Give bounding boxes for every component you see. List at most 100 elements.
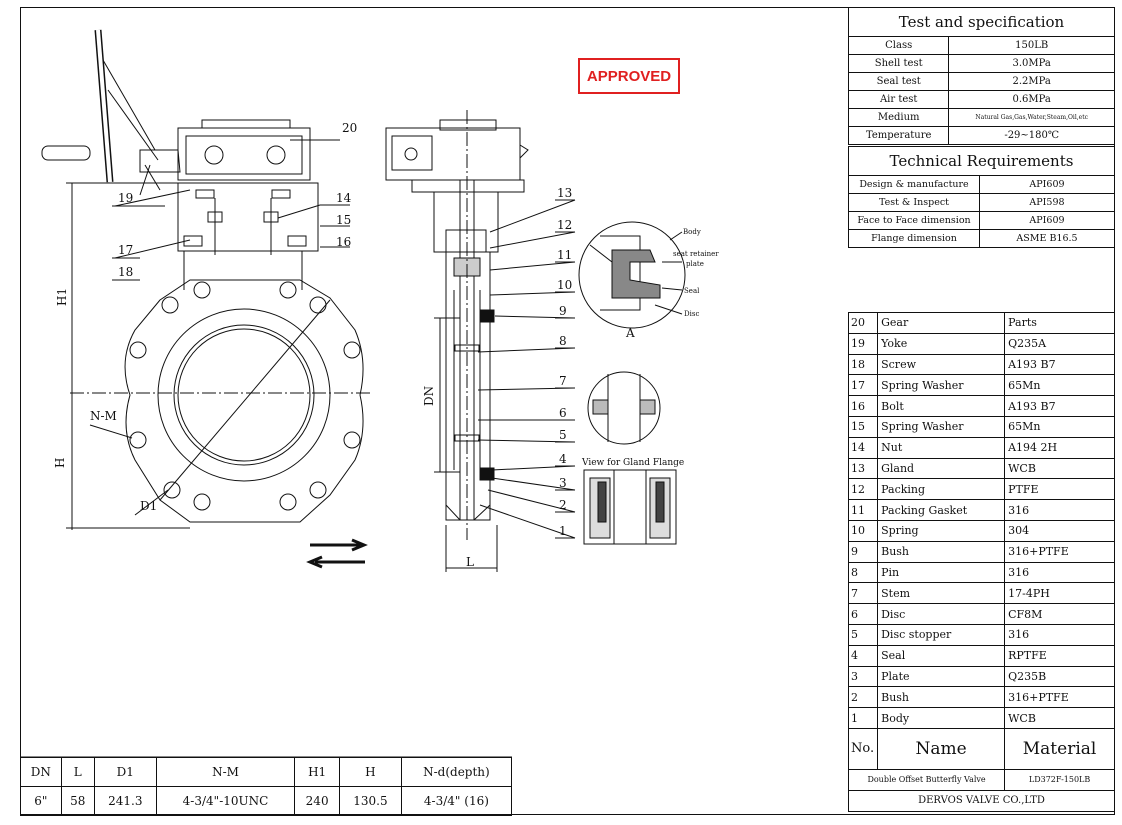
detail-body: Body [683,228,701,236]
table-cell: API609 [979,175,1115,194]
dims-header: H [338,757,402,787]
parts-no: 9 [847,540,879,563]
parts-header-name: Name [877,727,1006,770]
parts-material: 17-4PH [1004,582,1115,605]
detail-retainer: seat retainer [673,250,719,258]
table-cell: API598 [979,193,1115,212]
parts-name: Spring Washer [877,415,1006,438]
label-2: 2 [559,498,567,512]
label-14: 14 [336,191,352,205]
table-cell: ASME B16.5 [979,229,1115,248]
label-18: 18 [118,265,133,279]
parts-material: RPTFE [1004,644,1115,667]
parts-no: 17 [847,374,879,397]
parts-material: A193 B7 [1004,353,1115,376]
parts-no: 10 [847,519,879,542]
label-19: 19 [118,191,133,205]
label-6: 6 [559,406,567,420]
dims-value: 6" [20,786,62,816]
table-cell: Face to Face dimension [848,211,980,230]
label-9: 9 [559,304,567,318]
label-l: L [466,555,474,569]
table-cell: 3.0MPa [948,54,1115,73]
parts-material: Q235B [1004,665,1115,688]
parts-no: 2 [847,686,879,709]
parts-material: WCB [1004,707,1115,729]
parts-no: 5 [847,623,879,646]
table-cell: Test & Inspect [848,193,980,212]
label-h: H [53,458,67,468]
parts-material: 316+PTFE [1004,686,1115,709]
dims-value: 4-3/4" (16) [400,786,513,816]
label-h1: H1 [55,288,69,306]
dims-value: 241.3 [93,786,157,816]
label-13: 13 [557,186,572,200]
parts-no: 12 [847,478,879,501]
parts-name: Spring Washer [877,374,1006,397]
parts-no: 16 [847,395,879,417]
parts-no: 8 [847,561,879,584]
dims-value: 58 [60,786,95,816]
parts-material: 316 [1004,561,1115,584]
parts-header-material: Material [1004,727,1115,770]
table-cell: 2.2MPa [948,72,1115,91]
table-cell: Temperature [847,126,950,145]
gland-view-caption: View for Gland Flange [581,458,684,468]
parts-material: 316 [1004,499,1115,521]
label-12: 12 [557,218,572,232]
dims-header: D1 [93,757,157,787]
dims-header: DN [20,757,62,787]
table-cell: Natural Gas,Gas,Water,Steam,Oil,etc [948,108,1115,127]
approved-stamp: APPROVED [578,58,680,94]
parts-no: 3 [847,665,879,688]
dims-header: N-d(depth) [400,757,513,787]
table-cell: 0.6MPa [948,90,1115,109]
spec-title: Test and specification [848,7,1115,37]
dims-value: 130.5 [338,786,402,816]
table-cell: API609 [979,211,1115,230]
table-cell: Medium [847,108,950,127]
parts-name: Body [877,707,1006,729]
table-cell: Flange dimension [848,229,980,248]
label-10: 10 [557,278,572,292]
parts-name: Gear [877,312,1006,334]
parts-material: WCB [1004,457,1115,480]
parts-no: 4 [847,644,879,667]
parts-name: Seal [877,644,1006,667]
gland-view [583,469,677,545]
parts-no: 6 [847,603,879,625]
front-labels: 20 19 14 15 16 17 18 H1 H N-M D1 [53,121,357,513]
label-16: 16 [336,235,351,249]
parts-material: 316+PTFE [1004,540,1115,563]
label-dn: DN [422,386,436,406]
disc-detail [587,371,661,445]
label-d1: D1 [140,499,157,513]
table-cell: Class [847,36,950,55]
table-cell: Shell test [847,54,950,73]
dims-header: N-M [155,757,296,787]
parts-name: Stem [877,582,1006,605]
label-7: 7 [559,374,567,388]
parts-material: CF8M [1004,603,1115,625]
parts-name: Screw [877,353,1006,376]
parts-name: Pin [877,561,1006,584]
parts-material: Parts [1004,312,1115,334]
label-5: 5 [559,428,567,442]
side-view [385,110,576,572]
parts-name: Bolt [877,395,1006,417]
